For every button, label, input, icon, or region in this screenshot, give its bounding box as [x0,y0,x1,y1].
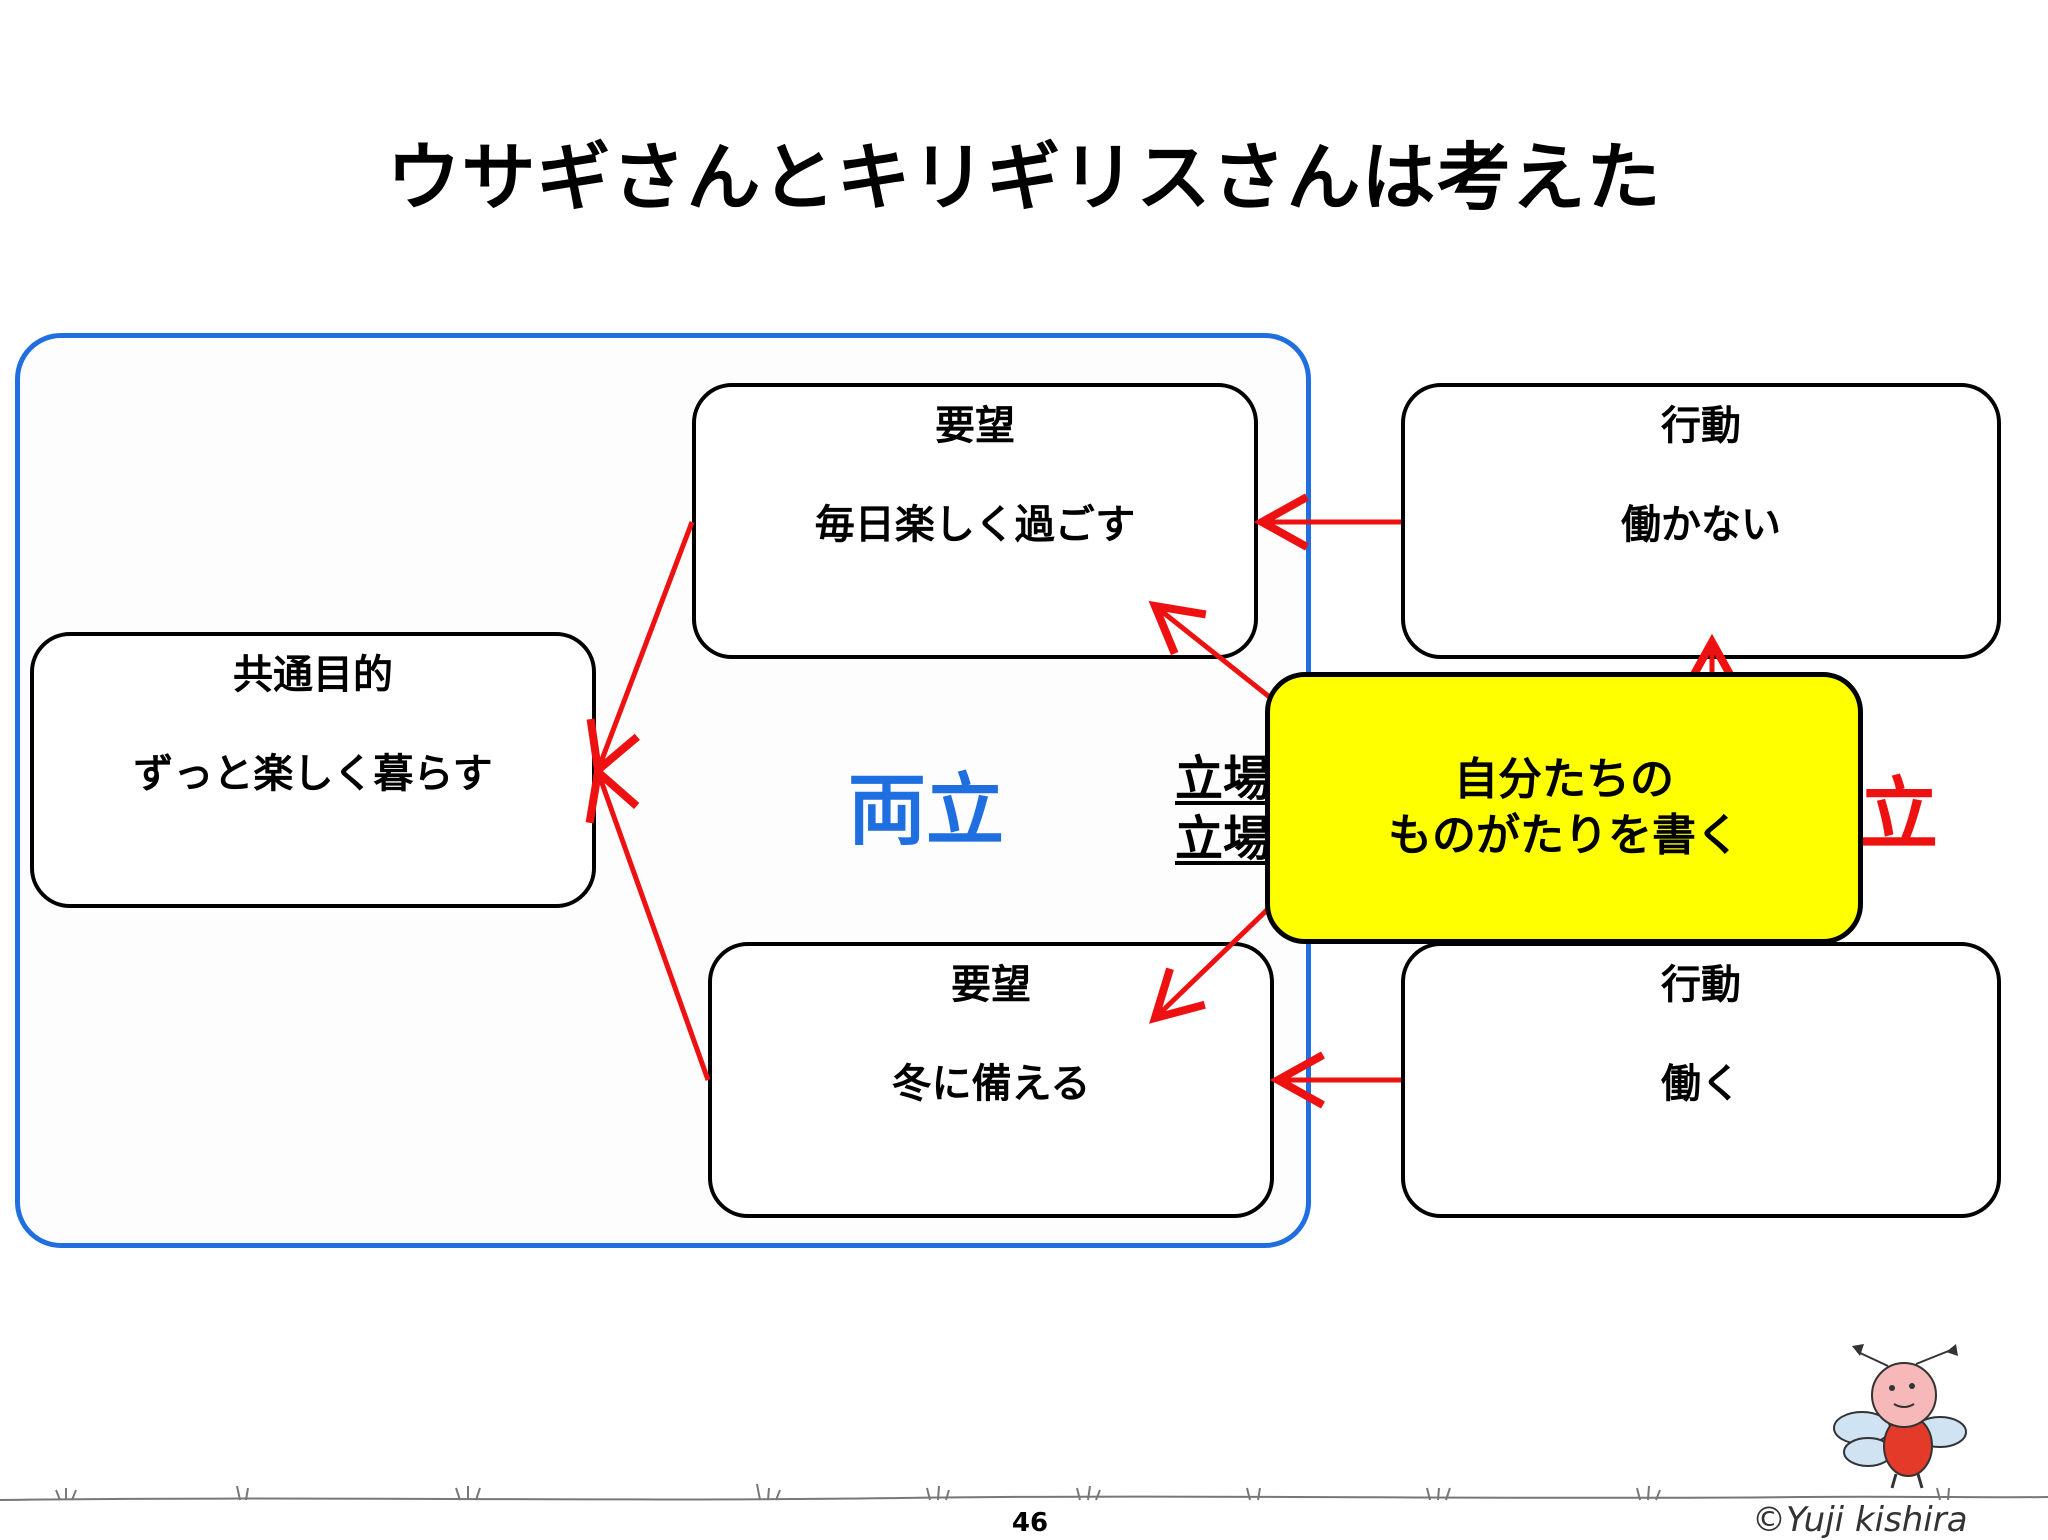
action-top-box: 行動 働かない [1401,383,2001,659]
action-bottom-text: 働く [1661,1061,1741,1107]
stance-label-2: 立場 [1175,811,1272,867]
page-number: 46 [1011,1508,1049,1538]
conflict-label-partial: 立 [1860,770,1939,860]
common-goal-heading: 共通目的 [233,652,393,698]
callout-write-own-story: 自分たちの ものがたりを書く [1265,672,1863,944]
action-top-text: 働かない [1621,502,1781,548]
arrow-want-bottom-to-goal [585,764,711,1081]
compatible-label: 両立 [848,766,1005,856]
arrow-want-top-to-goal [586,521,695,778]
want-top-heading: 要望 [935,403,1015,449]
page-title: ウサギさんとキリギリスさんは考えた [386,135,1662,221]
grass-tufts [55,1483,1950,1501]
stance-label-1: 立場 [1175,751,1272,807]
common-goal-text: ずっと楽しく暮らす [133,751,493,797]
ground-line [0,1495,2048,1501]
action-top-heading: 行動 [1661,403,1741,449]
copyright-credit: ©Yuji kishira [1752,1500,1968,1540]
bug-mascot-illustration [1833,1344,1967,1489]
want-bottom-heading: 要望 [951,962,1031,1008]
common-goal-box: 共通目的 ずっと楽しく暮らす [30,632,596,908]
callout-line-1: 自分たちの [1454,754,1674,805]
action-bottom-heading: 行動 [1661,962,1741,1008]
want-bottom-text: 冬に備える [891,1061,1091,1107]
want-top-text: 毎日楽しく過ごす [814,502,1136,548]
action-bottom-box: 行動 働く [1401,942,2001,1218]
callout-line-2: ものがたりを書く [1388,810,1740,861]
